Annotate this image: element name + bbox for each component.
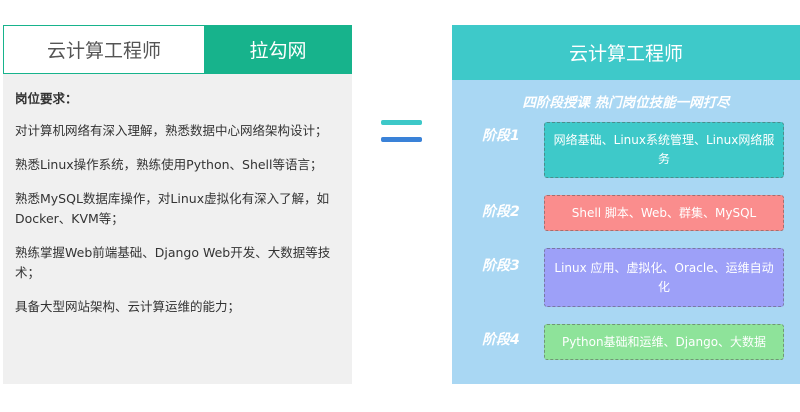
stage-1-box[interactable]: 网络基础、Linux系统管理、Linux网络服务 [544, 122, 784, 178]
requirement-item: 具备大型网站架构、云计算运维的能力； [15, 299, 241, 314]
stage-1-content: 网络基础、Linux系统管理、Linux网络服务 [553, 133, 775, 166]
requirement-item: 熟悉Linux操作系统，熟练使用Python、Shell等语言； [15, 157, 323, 172]
stage-2-content: Shell 脚本、Web、群集、MySQL [571, 205, 757, 220]
requirements-title: 岗位要求： [15, 91, 78, 106]
stage-3-label: 阶段3 [482, 258, 520, 274]
equals-icon-top-bar [381, 120, 422, 125]
equals-icon-bottom-bar [381, 137, 422, 142]
stage-2-box[interactable]: Shell 脚本、Web、群集、MySQL [544, 195, 784, 231]
requirement-item: 熟悉MySQL数据库操作，对Linux虚拟化有深入了解，如Docker、KVM等… [15, 191, 330, 226]
requirement-item: 对计算机网络有深入理解，熟悉数据中心网络架构设计； [15, 123, 328, 138]
lagou-brand-tab[interactable]: 拉勾网 [204, 25, 352, 74]
stage-3-content: Linux 应用、虚拟化、Oracle、运维自动化 [554, 260, 774, 294]
stage-4-box[interactable]: Python基础和运维、Django、大数据 [544, 324, 784, 360]
course-subtitle: 四阶段授课 热门岗位技能一网打尽 [522, 95, 730, 111]
left-tab-bar: 云计算工程师 拉勾网 [3, 25, 352, 74]
course-panel: 云计算工程师 四阶段授课 热门岗位技能一网打尽 阶段1 网络基础、Linux系统… [452, 25, 800, 384]
stage-3-box[interactable]: Linux 应用、虚拟化、Oracle、运维自动化 [544, 248, 784, 307]
stage-2-label: 阶段2 [482, 204, 520, 220]
job-title-tab[interactable]: 云计算工程师 [3, 25, 204, 74]
stage-4-content: Python基础和运维、Django、大数据 [561, 334, 767, 349]
requirement-item: 熟练掌握Web前端基础、Django Web开发、大数据等技术； [15, 245, 331, 280]
stage-1-label: 阶段1 [482, 128, 520, 144]
requirements-panel: 岗位要求： 对计算机网络有深入理解，熟悉数据中心网络架构设计； 熟悉Linux操… [3, 74, 352, 384]
course-title: 云计算工程师 [452, 25, 800, 80]
stage-4-label: 阶段4 [482, 332, 520, 348]
